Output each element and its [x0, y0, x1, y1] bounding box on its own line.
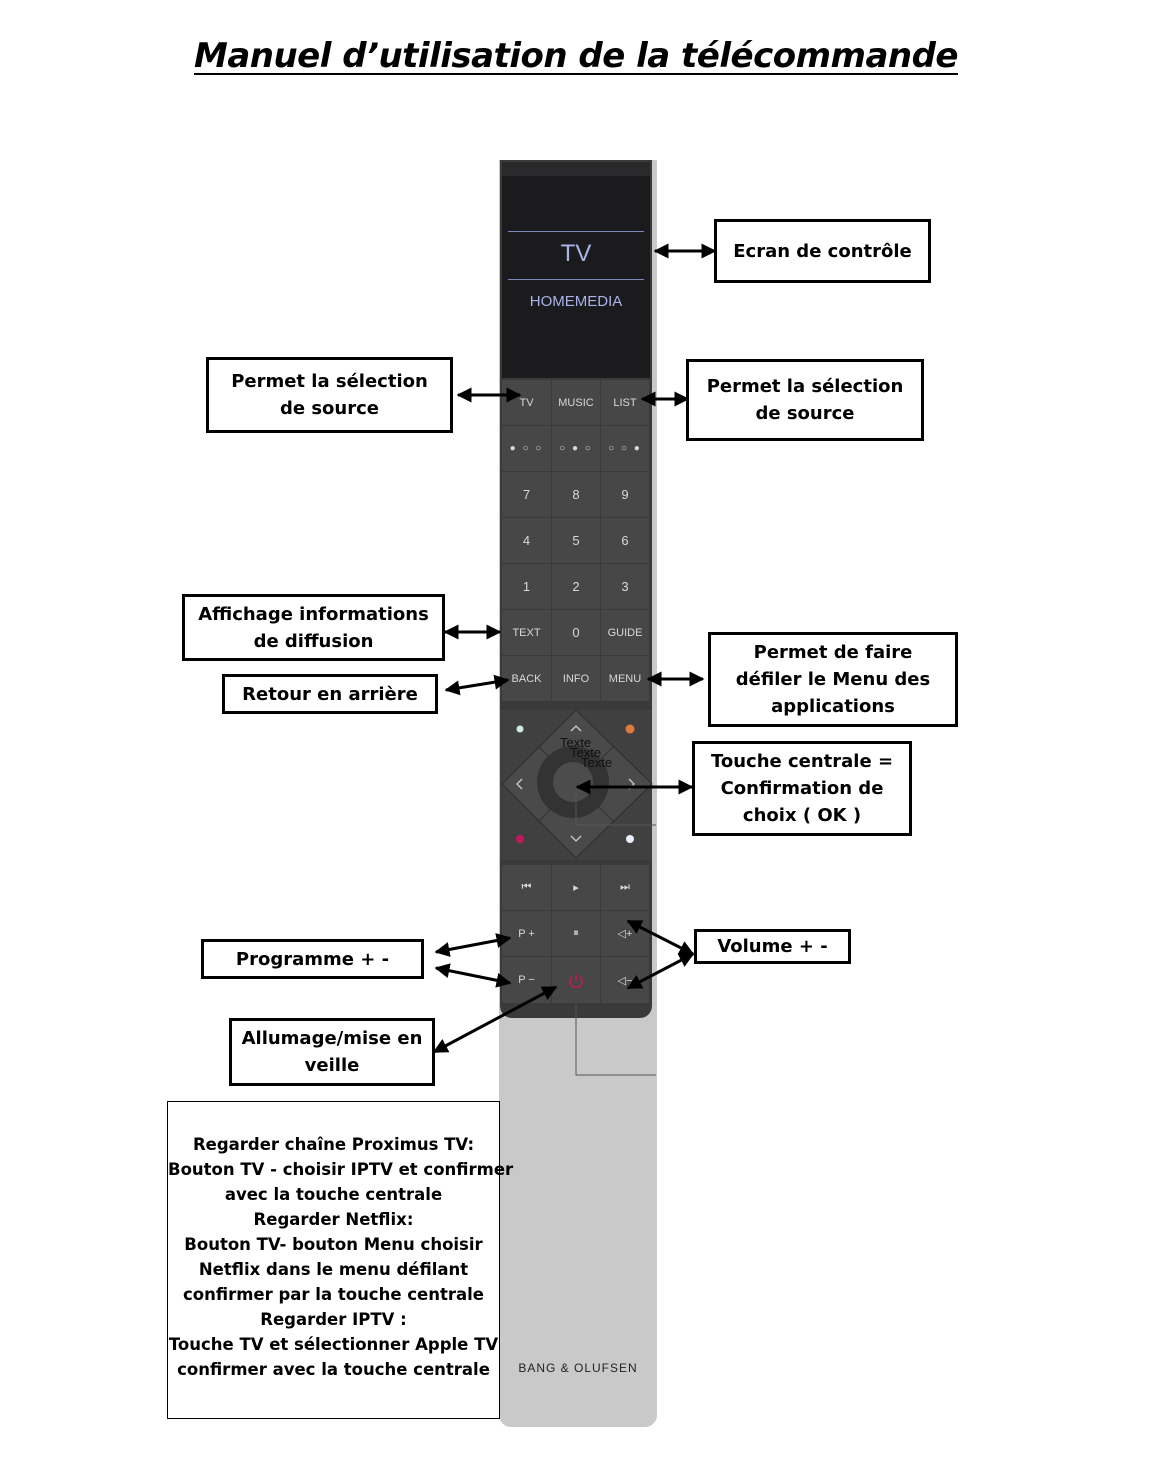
- blue-dot-icon: [626, 835, 634, 843]
- label-source-right: Permet la sélection de source: [686, 359, 924, 441]
- control-screen: [502, 162, 650, 378]
- key-2[interactable]: 2: [552, 564, 601, 610]
- pause-key[interactable]: ⏸: [552, 911, 601, 957]
- power-icon: [569, 974, 583, 989]
- key-0[interactable]: 0: [552, 610, 601, 656]
- label-centrale: Touche centrale = Confirmation de choix …: [692, 741, 912, 836]
- info-key[interactable]: INFO: [552, 656, 601, 702]
- key-9[interactable]: 9: [601, 472, 650, 518]
- screen-sub-label: HOMEMEDIA: [529, 293, 623, 310]
- instruction-line: confirmer par la touche centrale: [182, 1285, 484, 1304]
- arrow-volume-up: [626, 919, 695, 956]
- placeholder-text-1: Texte: [560, 735, 591, 750]
- up-chevron-icon: [570, 725, 582, 732]
- screen-divider-top: [508, 231, 644, 232]
- label-allumage: Allumage/mise en veille: [229, 1018, 435, 1086]
- key-7[interactable]: 7: [502, 472, 552, 518]
- key-3[interactable]: 3: [601, 564, 650, 610]
- connector-line-ok: [575, 787, 656, 826]
- arrow-programme-up: [434, 933, 512, 957]
- instructions-box: Regarder chaîne Proximus TV: Bouton TV -…: [167, 1101, 514, 1419]
- down-chevron-icon: [570, 835, 582, 842]
- arrow-allumage: [432, 985, 558, 1054]
- forward-key[interactable]: ⏭: [601, 865, 650, 911]
- instruction-line: Netflix dans le menu défilant: [198, 1260, 469, 1279]
- key-4[interactable]: 4: [502, 518, 552, 564]
- instruction-line: Bouton TV - choisir IPTV et confirmer: [168, 1160, 514, 1179]
- screen-divider-bottom: [508, 279, 644, 280]
- placeholder-text-2: Texte: [570, 745, 601, 760]
- key-8[interactable]: 8: [552, 472, 601, 518]
- music-key[interactable]: MUSIC: [552, 380, 601, 426]
- instruction-line: Regarder IPTV :: [260, 1310, 407, 1329]
- label-programme: Programme + -: [201, 939, 424, 979]
- left-chevron-icon: [516, 778, 523, 790]
- screen-source-label: TV: [560, 240, 592, 267]
- label-ecran: Ecran de contrôle: [714, 219, 931, 283]
- play-key[interactable]: ▸: [552, 865, 601, 911]
- key-5[interactable]: 5: [552, 518, 601, 564]
- label-source-left: Permet la sélection de source: [206, 357, 453, 433]
- tv-key[interactable]: TV: [502, 380, 552, 426]
- brand-logo-text: BANG & OLUFSEN: [518, 1361, 638, 1375]
- guide-key[interactable]: GUIDE: [601, 610, 650, 656]
- instruction-line: Regarder Netflix:: [253, 1210, 414, 1229]
- label-menu: Permet de faire défiler le Menu des appl…: [708, 632, 958, 727]
- back-key[interactable]: BACK: [502, 656, 552, 702]
- instruction-line: Regarder chaîne Proximus TV:: [192, 1135, 475, 1154]
- green-dot-icon: [516, 725, 524, 733]
- connector-line-power: [575, 1005, 656, 1076]
- placeholder-text-3: Texte: [581, 755, 612, 770]
- instruction-line: avec la touche centrale: [224, 1185, 443, 1204]
- dot-key-1[interactable]: ● ○ ○: [502, 426, 552, 472]
- label-affichage: Affichage informations de diffusion: [182, 594, 445, 661]
- rewind-key[interactable]: ⏮: [502, 865, 552, 911]
- menu-key[interactable]: MENU: [601, 656, 650, 702]
- instruction-line: confirmer avec la touche centrale: [177, 1360, 490, 1379]
- arrow-volume-down: [626, 952, 695, 990]
- key-1[interactable]: 1: [502, 564, 552, 610]
- label-retour: Retour en arrière: [222, 674, 438, 714]
- arrow-retour: [444, 674, 510, 696]
- orange-dot-icon: [625, 724, 635, 734]
- red-dot-icon: [516, 835, 524, 843]
- arrow-programme-down: [434, 963, 512, 988]
- instruction-line: Bouton TV- bouton Menu choisir: [184, 1235, 483, 1254]
- page-title: Manuel d’utilisation de la télécommande: [193, 36, 959, 76]
- dot-key-3[interactable]: ○ ○ ●: [601, 426, 650, 472]
- dot-key-2[interactable]: ○ ● ○: [552, 426, 601, 472]
- key-6[interactable]: 6: [601, 518, 650, 564]
- label-volume: Volume + -: [694, 929, 851, 964]
- instruction-line: Touche TV et sélectionner Apple TV: [168, 1335, 499, 1354]
- text-key[interactable]: TEXT: [502, 610, 552, 656]
